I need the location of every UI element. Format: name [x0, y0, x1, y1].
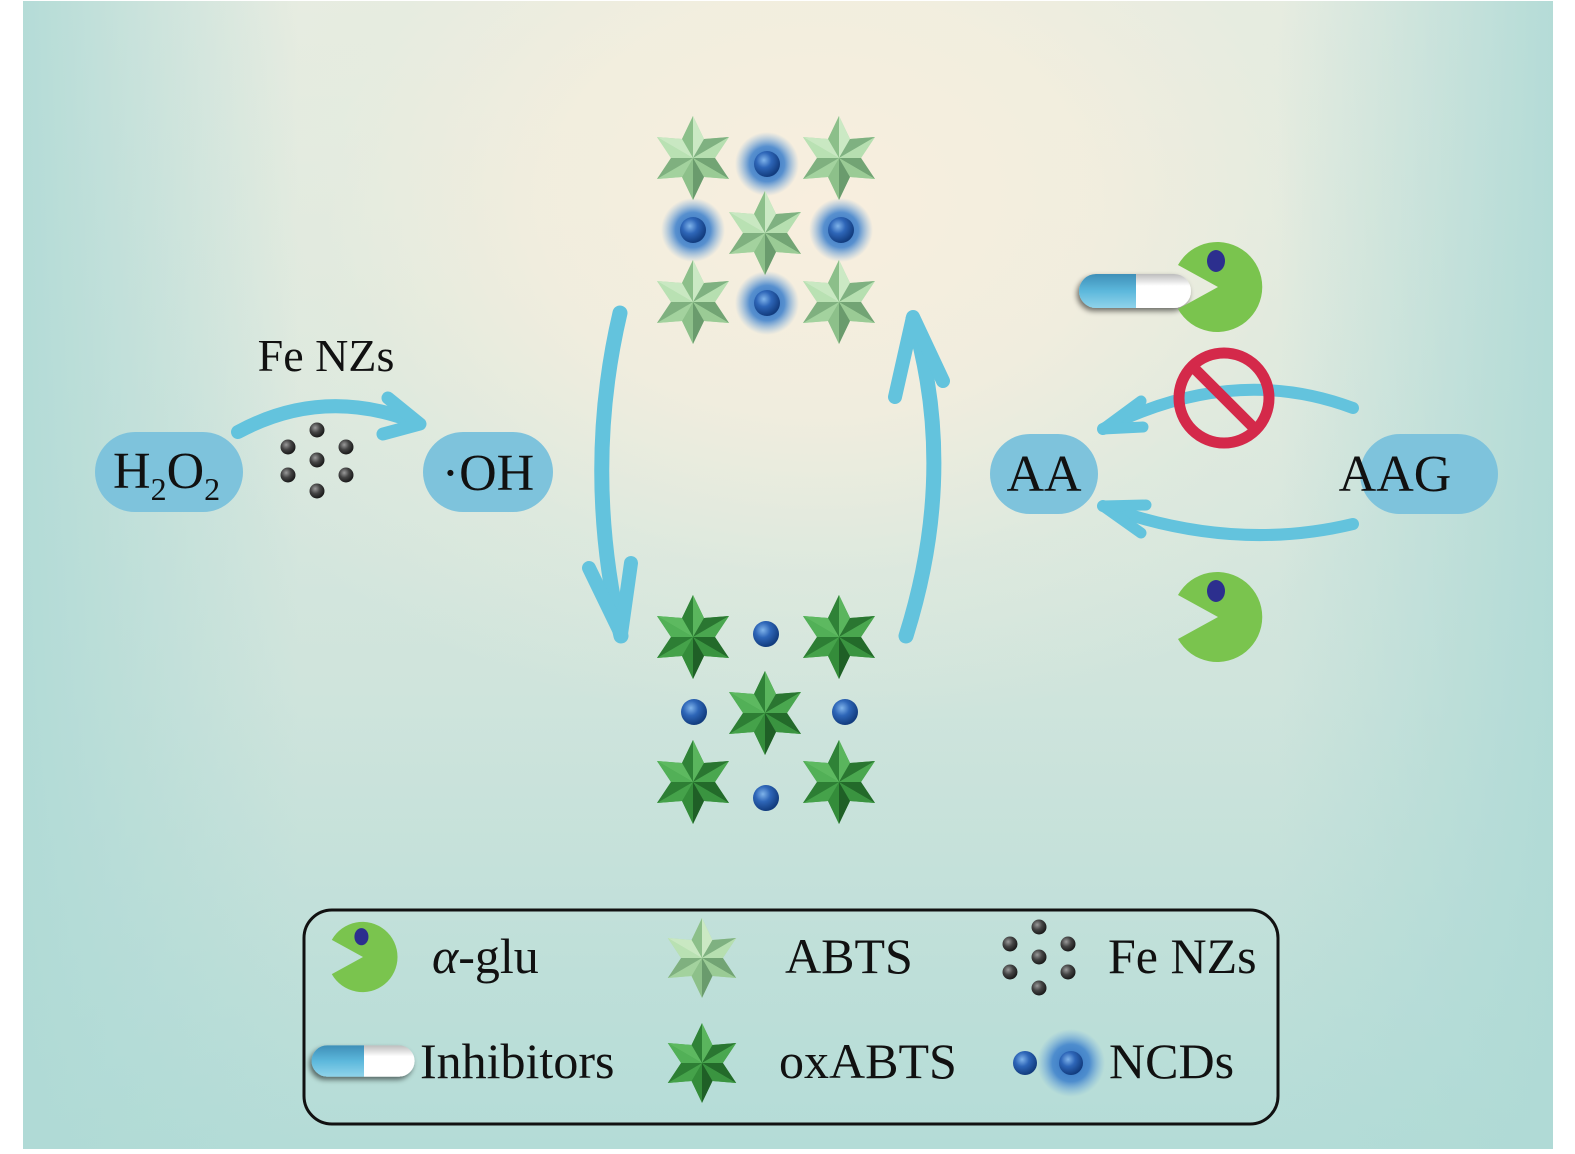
curved-arrow-right-icon — [231, 399, 422, 439]
aa-label: AA — [1006, 446, 1082, 503]
capsule-icon — [312, 1045, 415, 1076]
pacman-enzyme-icon — [1178, 242, 1263, 332]
h2o2-sub2: 2 — [204, 471, 220, 507]
svg-text:α-glu: α-glu — [432, 928, 539, 984]
aag-label: AAG — [1339, 446, 1452, 503]
product-pill-oh: ·OH — [423, 432, 553, 512]
legend: α-glu ABTS Fe NZs Inhibitors oxABTS NCDs — [302, 908, 1280, 1126]
arrowhead-down — [582, 556, 638, 641]
abts-star — [657, 116, 729, 200]
oxabts-star — [803, 740, 875, 824]
abts-star — [729, 191, 801, 275]
oxabts-star — [657, 595, 729, 679]
legend-label-glu: -glu — [458, 928, 539, 984]
capsule-icon — [1079, 274, 1191, 308]
legend-box — [302, 908, 1280, 1126]
legend-label-abts: ABTS — [785, 928, 913, 984]
oxabts-star — [729, 671, 801, 755]
ncd-dot — [680, 217, 706, 243]
ncd-dot — [681, 699, 707, 725]
abts-star-icon — [667, 918, 737, 998]
pacman-enzyme-icon — [1178, 572, 1263, 662]
ncd-dots-icon — [1013, 1029, 1105, 1097]
legend-label-alpha: α — [432, 928, 460, 984]
product-pill-aa: AA — [990, 434, 1098, 514]
curved-arrow-down-icon — [594, 305, 629, 644]
diagram-canvas: Fe NZs H2O2 ·OH — [95, 116, 1498, 1126]
h2o2-h: H — [113, 443, 151, 500]
legend-label-ncds: NCDs — [1109, 1033, 1234, 1089]
abts-star — [803, 116, 875, 200]
inhibited-arrow — [1097, 383, 1359, 435]
h2o2-o: O — [167, 443, 205, 500]
legend-item-ncds: NCDs — [1013, 1029, 1234, 1097]
ncd-dot — [753, 785, 779, 811]
left-reaction: Fe NZs H2O2 ·OH — [95, 330, 553, 512]
legend-label-oxabts: oxABTS — [779, 1033, 957, 1089]
curved-arrow-up-icon — [898, 311, 942, 644]
ncd-dot — [753, 621, 779, 647]
ncd-dot — [754, 151, 780, 177]
abts-star — [657, 260, 729, 344]
legend-label-inhibitors: Inhibitors — [420, 1033, 614, 1089]
catalyst-label: Fe NZs — [258, 330, 395, 381]
svg-text:H2O2: H2O2 — [113, 443, 220, 507]
legend-item-abts: ABTS — [667, 918, 913, 998]
abts-ncd-grid-top — [657, 116, 875, 344]
right-reaction: AA AAG — [990, 242, 1498, 662]
arrowhead-up — [888, 310, 950, 404]
oxabts-star — [657, 740, 729, 824]
ncd-dot — [832, 699, 858, 725]
legend-item-inhibitors: Inhibitors — [312, 1033, 614, 1089]
ncd-dot — [828, 217, 854, 243]
legend-item-oxabts: oxABTS — [667, 1023, 957, 1103]
arrowhead-left-bottom — [1097, 499, 1152, 539]
legend-item-fe-nzs: Fe NZs — [1002, 919, 1257, 996]
oxabts-star-icon — [667, 1023, 737, 1103]
legend-label-fe-nzs: Fe NZs — [1108, 928, 1257, 984]
fe-nanozyme-dots-icon — [1002, 919, 1076, 996]
reactant-pill-h2o2: H2O2 — [95, 432, 243, 512]
substrate-pill-aag: AAG — [1339, 434, 1498, 514]
h2o2-sub1: 2 — [151, 471, 167, 507]
oh-label: ·OH — [442, 445, 534, 502]
legend-item-alpha-glu: α-glu — [331, 921, 539, 993]
oxabts-ncd-grid-bottom — [657, 595, 875, 824]
ncd-dot — [754, 290, 780, 316]
diagram-panel: Fe NZs H2O2 ·OH — [23, 1, 1553, 1149]
arrowhead-left-top — [1097, 395, 1149, 435]
abts-star — [803, 260, 875, 344]
oxabts-star — [803, 595, 875, 679]
arrowhead-right — [376, 391, 427, 441]
alpha-glucosidase-icon — [331, 921, 398, 993]
fe-nanozyme-dots-icon — [280, 422, 354, 499]
active-arrow — [1097, 500, 1359, 542]
forbidden-icon — [1173, 347, 1275, 449]
